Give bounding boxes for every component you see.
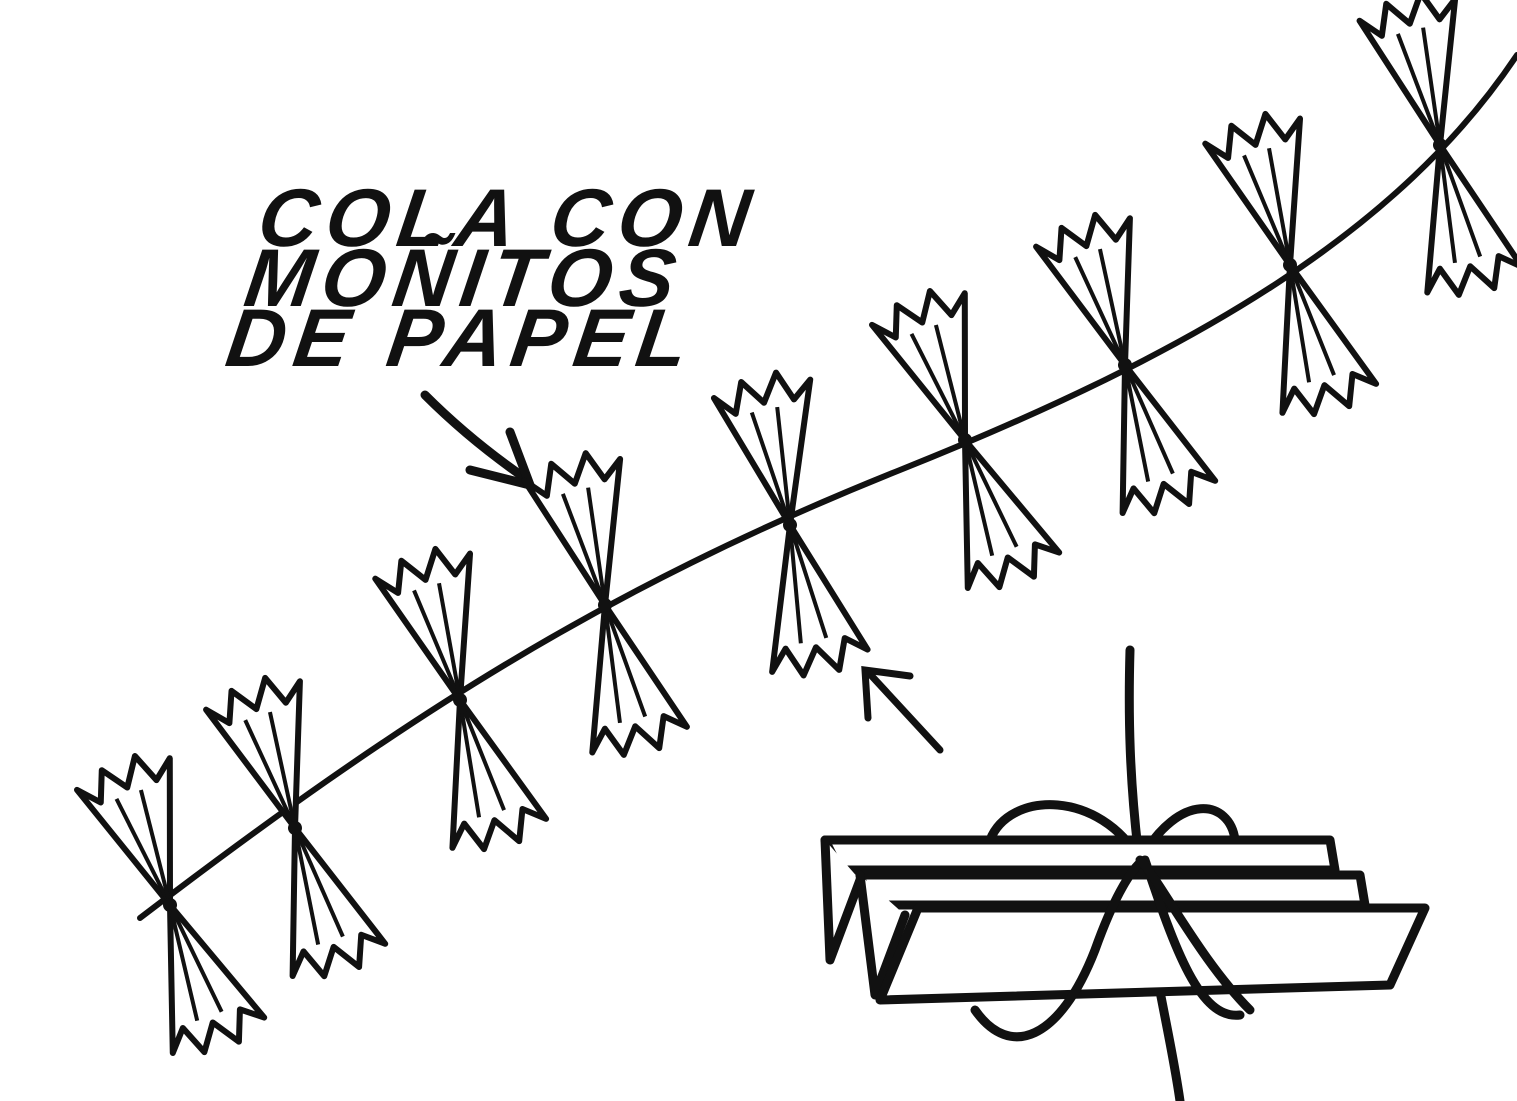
bow-wing-upper: [74, 753, 173, 908]
bow-crease: [1123, 364, 1151, 482]
bow-wing-lower: [1119, 362, 1219, 517]
paper-bow: [710, 369, 871, 679]
bow-crease: [267, 711, 297, 829]
string-loop-front: [970, 855, 1245, 1042]
bow-crease: [909, 333, 967, 441]
bow-wing-upper: [1356, 0, 1459, 148]
bow-knot: [783, 518, 797, 532]
paper-bow: [203, 674, 389, 980]
bow-crease: [963, 439, 995, 557]
paper-bow: [1033, 211, 1219, 517]
bow-wing-lower: [289, 825, 389, 980]
bow-crease: [963, 439, 1019, 548]
bow-crease: [458, 699, 506, 811]
bow-crease: [243, 719, 297, 829]
bow-crease: [168, 904, 200, 1022]
paper-fold-front: [875, 903, 1430, 1005]
caption-line-3: DE PAPEL: [221, 292, 702, 384]
paper-bow: [372, 545, 550, 853]
paper-bow: [521, 450, 690, 758]
caption-line-1: COLA CON: [253, 172, 764, 264]
arrow-icon: [861, 665, 944, 754]
bow-knot: [288, 821, 302, 835]
paper-fold-back-edge: [820, 835, 865, 965]
bow-crease: [1438, 144, 1457, 264]
bow-knot: [958, 433, 972, 447]
bow-crease: [1097, 248, 1127, 366]
bow-crease: [458, 699, 482, 818]
bow-knot: [163, 898, 177, 912]
bow-crease: [1421, 27, 1442, 146]
paper-fold-middle-edge: [855, 870, 910, 1000]
bow-wing-upper: [1202, 110, 1304, 268]
knot-detail: [820, 645, 1430, 1101]
bow-crease: [1267, 147, 1292, 266]
paper-bow: [1356, 0, 1517, 298]
bow-wing-upper: [372, 545, 474, 703]
bow-crease: [138, 789, 172, 906]
bow-crease: [775, 406, 792, 526]
tail-string: [137, 52, 1517, 921]
bow-knot: [1433, 138, 1447, 152]
bow-knot: [1118, 358, 1132, 372]
bow-crease: [437, 582, 462, 701]
bow-crease: [603, 604, 622, 724]
bow-wing-lower: [589, 602, 690, 758]
bow-knot: [598, 598, 612, 612]
bow-wing-lower: [1279, 262, 1380, 418]
bow-knot: [453, 693, 467, 707]
bow-crease: [1242, 154, 1292, 266]
bow-crease: [293, 827, 345, 938]
bow-crease: [1395, 33, 1442, 146]
paper-bow: [869, 288, 1063, 591]
bow-wing-lower: [167, 902, 268, 1056]
paper-fold-back: [820, 835, 1340, 875]
bow-crease: [168, 904, 224, 1013]
paper-bow: [74, 753, 268, 1056]
bow-crease: [1288, 264, 1312, 383]
bow-crease: [114, 798, 172, 906]
bow-crease: [586, 487, 607, 606]
bow-wing-lower: [962, 437, 1063, 591]
bow-crease: [1438, 144, 1483, 258]
bow-wing-upper: [710, 369, 814, 528]
bow-crease: [1073, 256, 1127, 366]
bow-wing-upper: [521, 450, 624, 608]
bow-crease: [1288, 264, 1336, 376]
bow-crease: [788, 524, 803, 644]
caption: COLA CON MOÑITOS DE PAPEL: [221, 172, 764, 384]
bow-knot: [1283, 258, 1297, 272]
paper-bows: [74, 0, 1517, 1056]
bow-crease: [788, 524, 829, 639]
bow-wing-lower: [1424, 142, 1517, 298]
string-end: [1135, 855, 1255, 1015]
bow-crease: [1123, 364, 1175, 475]
bow-crease: [749, 411, 792, 526]
paper-bow: [1202, 110, 1380, 418]
bow-wing-upper: [869, 288, 968, 443]
bow-crease: [293, 827, 321, 945]
bow-wing-lower: [769, 522, 871, 679]
bow-crease: [560, 493, 607, 606]
arrow-icon: [420, 390, 538, 492]
bow-crease: [933, 324, 967, 441]
bow-crease: [603, 604, 648, 718]
bow-crease: [412, 589, 462, 701]
caption-line-2: MOÑITOS: [239, 232, 689, 324]
